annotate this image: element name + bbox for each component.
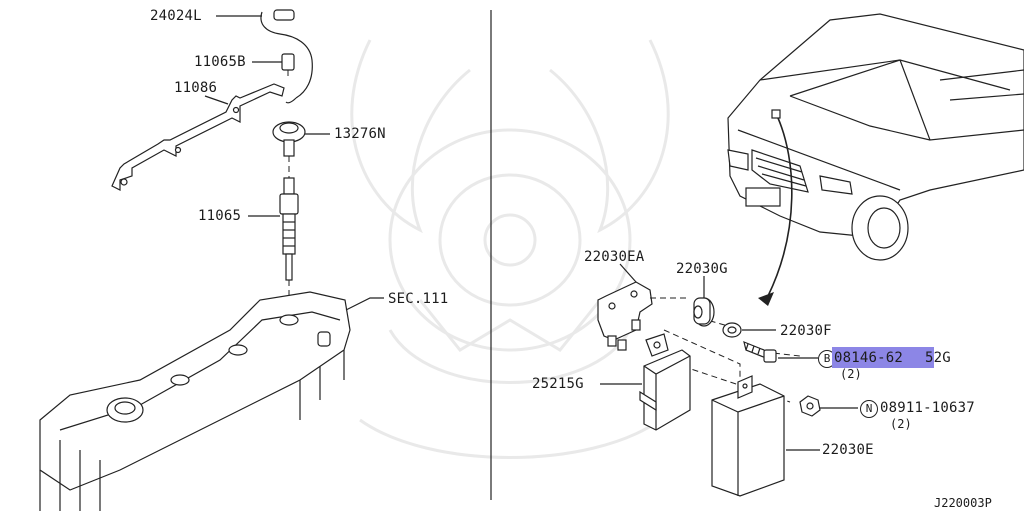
bolt-08146 bbox=[743, 341, 777, 363]
label-bolt-qty: (2) bbox=[840, 367, 862, 381]
label-bolt-part-b[interactable]: 52G bbox=[925, 350, 951, 366]
cylinder-head-sec111 bbox=[39, 291, 351, 511]
label-11065B[interactable]: 11065B bbox=[194, 54, 246, 70]
label-bolt-part-a[interactable]: 08146-62 bbox=[834, 350, 904, 366]
label-25215G[interactable]: 25215G bbox=[532, 376, 584, 392]
label-11065[interactable]: 11065 bbox=[198, 208, 242, 224]
plate-11086 bbox=[111, 83, 285, 191]
bracket-22030EA bbox=[597, 281, 653, 351]
arrow-head bbox=[758, 292, 774, 306]
nut-08911 bbox=[799, 395, 821, 417]
vehicle-outline bbox=[727, 13, 1024, 261]
harness-24024L bbox=[260, 9, 313, 104]
location-arrow bbox=[767, 117, 793, 297]
label-22030E[interactable]: 22030E bbox=[822, 442, 874, 458]
label-22030F[interactable]: 22030F bbox=[780, 323, 832, 339]
label-24024L[interactable]: 24024L bbox=[150, 8, 202, 24]
washer-22030F bbox=[722, 322, 742, 338]
glow-plug-11065 bbox=[279, 177, 299, 320]
label-13276N[interactable]: 13276N bbox=[334, 126, 386, 142]
case-22030E bbox=[711, 375, 785, 497]
highlight-box bbox=[832, 347, 934, 368]
relay-25215G bbox=[639, 333, 691, 431]
figure-code: J220003P bbox=[934, 496, 992, 510]
label-sec111[interactable]: SEC.111 bbox=[388, 291, 449, 307]
nut-symbol-icon: N bbox=[860, 400, 878, 418]
label-22030G[interactable]: 22030G bbox=[676, 261, 728, 277]
label-22030EA[interactable]: 22030EA bbox=[584, 249, 645, 265]
connector-13276N bbox=[272, 121, 306, 178]
label-nut-part[interactable]: 08911-10637 bbox=[880, 400, 975, 416]
label-11086[interactable]: 11086 bbox=[174, 80, 218, 96]
nut-11065B bbox=[281, 53, 295, 80]
label-nut-qty: (2) bbox=[890, 417, 912, 431]
grommet-22030G bbox=[693, 297, 715, 327]
